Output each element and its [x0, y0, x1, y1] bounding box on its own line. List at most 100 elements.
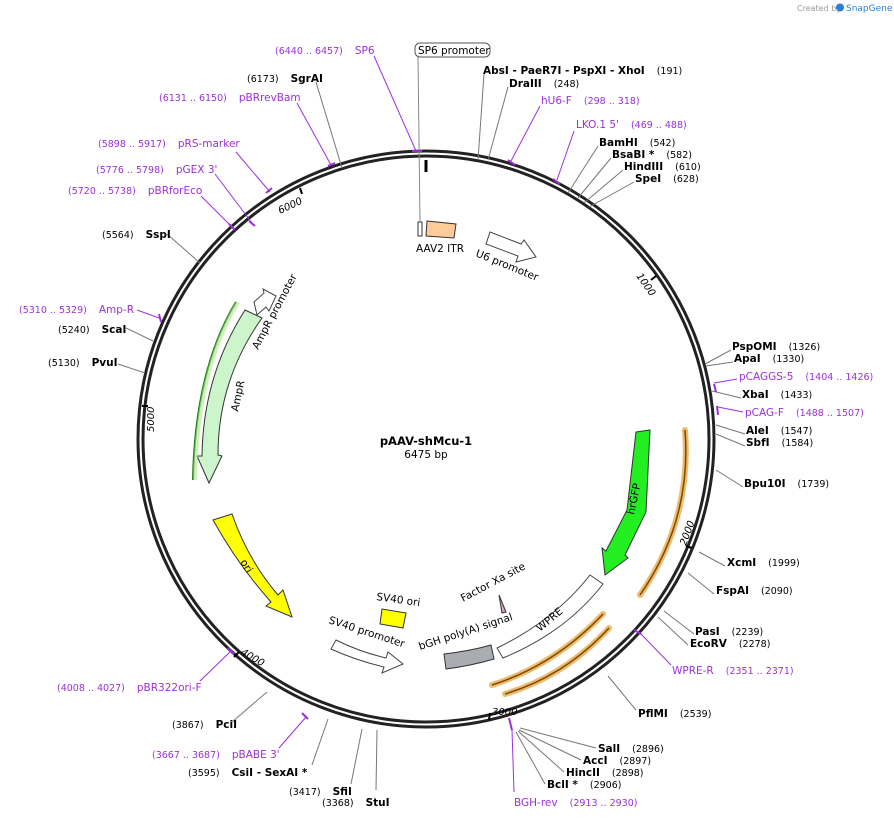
primer-sp6[interactable]: SP6 [355, 45, 375, 57]
feature-factor-xa[interactable] [498, 594, 507, 614]
site-sgrai[interactable]: SgrAI [291, 73, 323, 85]
primer-prsmarker-pos: (5898 .. 5917) [98, 139, 166, 150]
site-ecorv[interactable]: EcoRV [690, 638, 728, 650]
leader-hincii [517, 730, 565, 773]
orf-arrow-2[interactable] [491, 613, 604, 686]
site-alei[interactable]: AleI [746, 425, 769, 437]
primer-mark-hu6f [507, 159, 516, 166]
primer-pcaggs5-pos: (1404 .. 1426) [805, 372, 873, 383]
primer-mark-pbr322orif [227, 647, 235, 655]
site-sbfi[interactable]: SbfI [746, 437, 770, 449]
feature-bgh-polya[interactable] [443, 644, 495, 670]
primer-pbrforeco[interactable]: pBRforEco [148, 185, 202, 197]
primer-sites: (6440 .. 6457)SP6 hU6-F(298 .. 318) LKO.… [19, 45, 873, 809]
svg-text:(5130)PvuI: (5130)PvuI [48, 357, 118, 369]
primer-pbr322orif-pos: (4008 .. 4027) [57, 683, 125, 694]
site-pvui[interactable]: PvuI [92, 357, 118, 369]
site-xbai[interactable]: XbaI [742, 389, 769, 401]
feature-aav2-itr[interactable] [425, 220, 457, 239]
primer-prsmarker[interactable]: pRS-marker [178, 138, 241, 150]
site-pcii-pos: (3867) [172, 720, 204, 731]
leader-pcii [231, 691, 268, 723]
site-pspomi-pos: (1326) [789, 342, 821, 353]
orf-arrow-3[interactable] [504, 627, 610, 695]
primer-ampr[interactable]: Amp-R [99, 304, 134, 316]
sp6-promoter-callout[interactable]: SP6 promoter [414, 42, 491, 223]
site-xcmi-pos: (1999) [768, 558, 800, 569]
site-pasi[interactable]: PasI [695, 626, 720, 638]
feature-ori[interactable] [212, 513, 293, 618]
primer-pcagf[interactable]: pCAG-F [745, 407, 784, 419]
feature-sv40-promoter[interactable] [330, 639, 404, 674]
feature-sv40-ori[interactable] [379, 608, 407, 629]
primer-pgex[interactable]: pGEX 3' [176, 164, 218, 176]
site-bcli[interactable]: BclI * [547, 779, 578, 791]
site-scai-pos: (5240) [58, 325, 90, 336]
primer-mark-wprer [633, 629, 642, 635]
primer-hu6f[interactable]: hU6-F [541, 95, 572, 107]
primer-pbrforeco-pos: (5720 .. 5738) [68, 186, 136, 197]
svg-text:(5564)SspI: (5564)SspI [102, 229, 171, 241]
primer-pcagf-pos: (1488 .. 1507) [796, 408, 864, 419]
site-bpu10i[interactable]: Bpu10I [744, 478, 786, 490]
feature-u6-promoter[interactable] [485, 231, 537, 263]
site-bsabi[interactable]: BsaBI * [612, 149, 655, 161]
site-fspai[interactable]: FspAI [716, 585, 749, 597]
svg-text:(5776 .. 5798)pGEX 3': (5776 .. 5798)pGEX 3' [96, 164, 217, 176]
svg-text:ApaI(1330): ApaI(1330) [734, 353, 804, 365]
svg-text:(5310 .. 5329)Amp-R: (5310 .. 5329)Amp-R [19, 304, 134, 316]
leader-pcagf [717, 406, 744, 413]
leader-bcli [515, 731, 546, 785]
tick-3000 [488, 712, 491, 721]
primer-pbrrevbam[interactable]: pBRrevBam [239, 92, 301, 104]
svg-text:(6440 .. 6457)SP6: (6440 .. 6457)SP6 [275, 45, 375, 57]
svg-text:EcoRV(2278): EcoRV(2278) [690, 638, 770, 650]
site-pflmi-pos: (2539) [680, 709, 712, 720]
primer-pbabe[interactable]: pBABE 3' [232, 749, 280, 761]
svg-text:SpeI(628): SpeI(628) [635, 173, 699, 185]
primer-bghrev[interactable]: BGH-rev [514, 797, 558, 809]
site-sspi[interactable]: SspI [146, 229, 171, 241]
site-hindiii[interactable]: HindIII [624, 161, 663, 173]
leader-xcmi [698, 551, 726, 567]
feature-itr-small[interactable] [417, 221, 423, 237]
site-pspomi[interactable]: PspOMI [732, 341, 777, 353]
feature-ampr[interactable] [196, 309, 263, 485]
primer-wprer[interactable]: WPRE-R [672, 665, 714, 677]
site-apai[interactable]: ApaI [734, 353, 761, 365]
site-bamhi[interactable]: BamHI [599, 137, 638, 149]
svg-text:DraIII(248): DraIII(248) [509, 78, 579, 90]
svg-text:PspOMI(1326): PspOMI (1326) [732, 341, 820, 353]
primer-pbr322orif[interactable]: pBR322ori-F [137, 682, 202, 694]
site-csii-group[interactable]: CsiI - SexAI * [232, 767, 308, 779]
feature-hrgfp[interactable] [601, 429, 651, 576]
site-stui[interactable]: StuI [366, 797, 390, 809]
site-pcii[interactable]: PciI [216, 719, 237, 731]
site-acci-pos: (2897) [619, 756, 651, 767]
orf-arrow-1[interactable] [639, 429, 687, 596]
site-sali[interactable]: SalI [598, 743, 620, 755]
site-pflmi[interactable]: PflMI [638, 708, 668, 720]
site-sfii[interactable]: SfiI [333, 786, 352, 798]
backbone [136, 149, 716, 729]
primer-mark-pgex [248, 220, 256, 227]
leader-acci [518, 729, 582, 761]
site-spei[interactable]: SpeI [635, 173, 661, 185]
leader-pbrrevbam [296, 102, 332, 166]
primer-pbrrevbam-pos: (6131 .. 6150) [159, 93, 227, 104]
site-sbfi-pos: (1584) [782, 438, 814, 449]
leader-sspi [166, 233, 201, 264]
feature-ampr-promoter[interactable] [253, 288, 277, 316]
primer-lko[interactable]: LKO.1 5' [576, 119, 619, 131]
svg-text:SbfI(1584): SbfI (1584) [746, 437, 813, 449]
site-draiii[interactable]: DraIII [509, 78, 542, 90]
svg-text:BamHI(542): BamHI(542) [599, 137, 675, 149]
site-absi-group[interactable]: AbsI - PaeR7I - PspXI - XhoI [483, 65, 645, 77]
site-xcmi[interactable]: XcmI [727, 557, 756, 569]
site-scai[interactable]: ScaI [102, 324, 127, 336]
site-acci[interactable]: AccI [583, 755, 607, 767]
feature-label-sp6-promoter: SP6 promoter [418, 45, 490, 57]
primer-pcaggs5[interactable]: pCAGGS-5 [739, 371, 793, 383]
site-hincii[interactable]: HincII [566, 767, 600, 779]
feature-wpre[interactable] [496, 574, 604, 659]
